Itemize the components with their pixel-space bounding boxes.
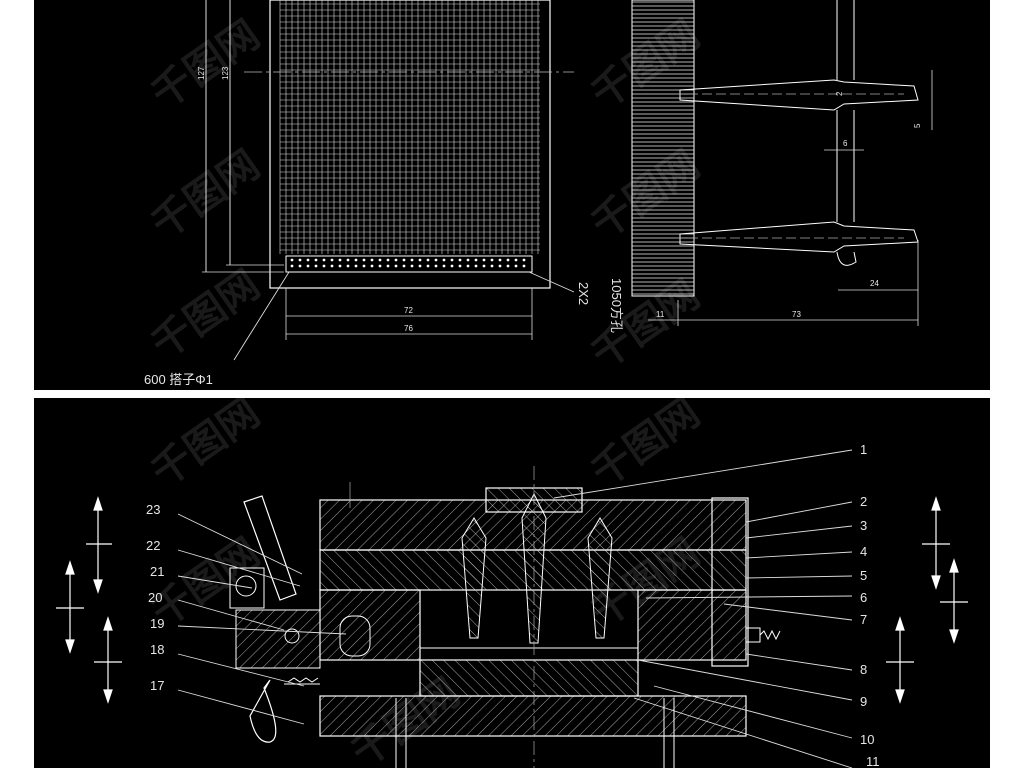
- right-block: [637, 589, 747, 661]
- callout-2: 2: [860, 494, 867, 509]
- callout-3: 3: [860, 518, 867, 533]
- callout-10: 10: [860, 732, 874, 747]
- spring: [287, 677, 319, 683]
- clamp-handle: [249, 679, 277, 743]
- dim-76: 76: [404, 324, 413, 333]
- svg-text:千图网: 千图网: [143, 398, 268, 496]
- clamp-pivot: [235, 575, 257, 597]
- dim-127: 127: [197, 66, 206, 80]
- callout-1: 1: [860, 442, 867, 457]
- base-plate: [319, 695, 747, 737]
- dim-24: 24: [870, 279, 879, 288]
- callout-7: 7: [860, 612, 867, 627]
- clamp-base: [235, 609, 321, 669]
- pin-plate: [419, 647, 639, 661]
- holes-note: 1050方孔: [609, 278, 624, 333]
- svg-text:千图网: 千图网: [583, 272, 708, 379]
- pin-dots: [290, 258, 526, 268]
- cavity-right: [587, 517, 613, 639]
- cavity-left: [461, 517, 487, 639]
- clamp-lever: [243, 495, 297, 601]
- leader-pins: [233, 271, 290, 361]
- left-leaders: [177, 513, 347, 725]
- callout-20: 20: [148, 590, 162, 605]
- callout-9: 9: [860, 694, 867, 709]
- comb-body: [631, 0, 695, 297]
- pin-row: [285, 255, 533, 273]
- svg-text:千图网: 千图网: [143, 262, 268, 369]
- clamp-block: [229, 567, 265, 609]
- hole-grid: [279, 0, 540, 254]
- dim-6: 6: [843, 139, 848, 148]
- callout-23: 23: [146, 502, 160, 517]
- dim-5: 5: [913, 123, 922, 128]
- prong-lower: [679, 221, 919, 253]
- dim-72: 72: [404, 306, 413, 315]
- callout-19: 19: [150, 616, 164, 631]
- side-wall: [711, 497, 749, 667]
- callout-21: 21: [150, 564, 164, 579]
- right-screw: [759, 629, 781, 641]
- callout-5: 5: [860, 568, 867, 583]
- prong-upper: [679, 79, 919, 111]
- callout-pins: 600 搭子Φ1: [144, 372, 213, 387]
- callout-4: 4: [860, 544, 867, 559]
- callout-18: 18: [150, 642, 164, 657]
- dim-2: 2: [835, 91, 844, 96]
- dim-73: 73: [792, 310, 801, 319]
- callout-11: 11: [866, 754, 880, 768]
- plan-view-drawing: 千图网 千图网 千图网 千图网 千图网 千图网 127 123: [143, 0, 933, 387]
- hole-note: 2X2: [576, 282, 591, 305]
- comb-teeth: [632, 1, 694, 295]
- ejector-plate: [419, 659, 639, 697]
- dim-123: 123: [221, 66, 230, 80]
- callout-22: 22: [146, 538, 160, 553]
- panel-plan-view: 千图网 千图网 千图网 千图网 千图网 千图网 127 123: [34, 0, 990, 390]
- callout-8: 8: [860, 662, 867, 677]
- svg-text:千图网: 千图网: [583, 398, 708, 496]
- plate-outline: [269, 0, 551, 289]
- guide-pin: [339, 615, 371, 657]
- panel-section-view: 千图网 千图网 千图网 千图网 千图网: [34, 398, 990, 768]
- dim-11: 11: [656, 310, 665, 319]
- right-leaders: [553, 449, 853, 768]
- leader-holes: [528, 271, 575, 293]
- direction-arrows: [56, 496, 968, 704]
- callout-6: 6: [860, 590, 867, 605]
- callout-17: 17: [150, 678, 164, 693]
- section-view-drawing: 千图网 千图网 千图网 千图网 千图网: [56, 398, 968, 768]
